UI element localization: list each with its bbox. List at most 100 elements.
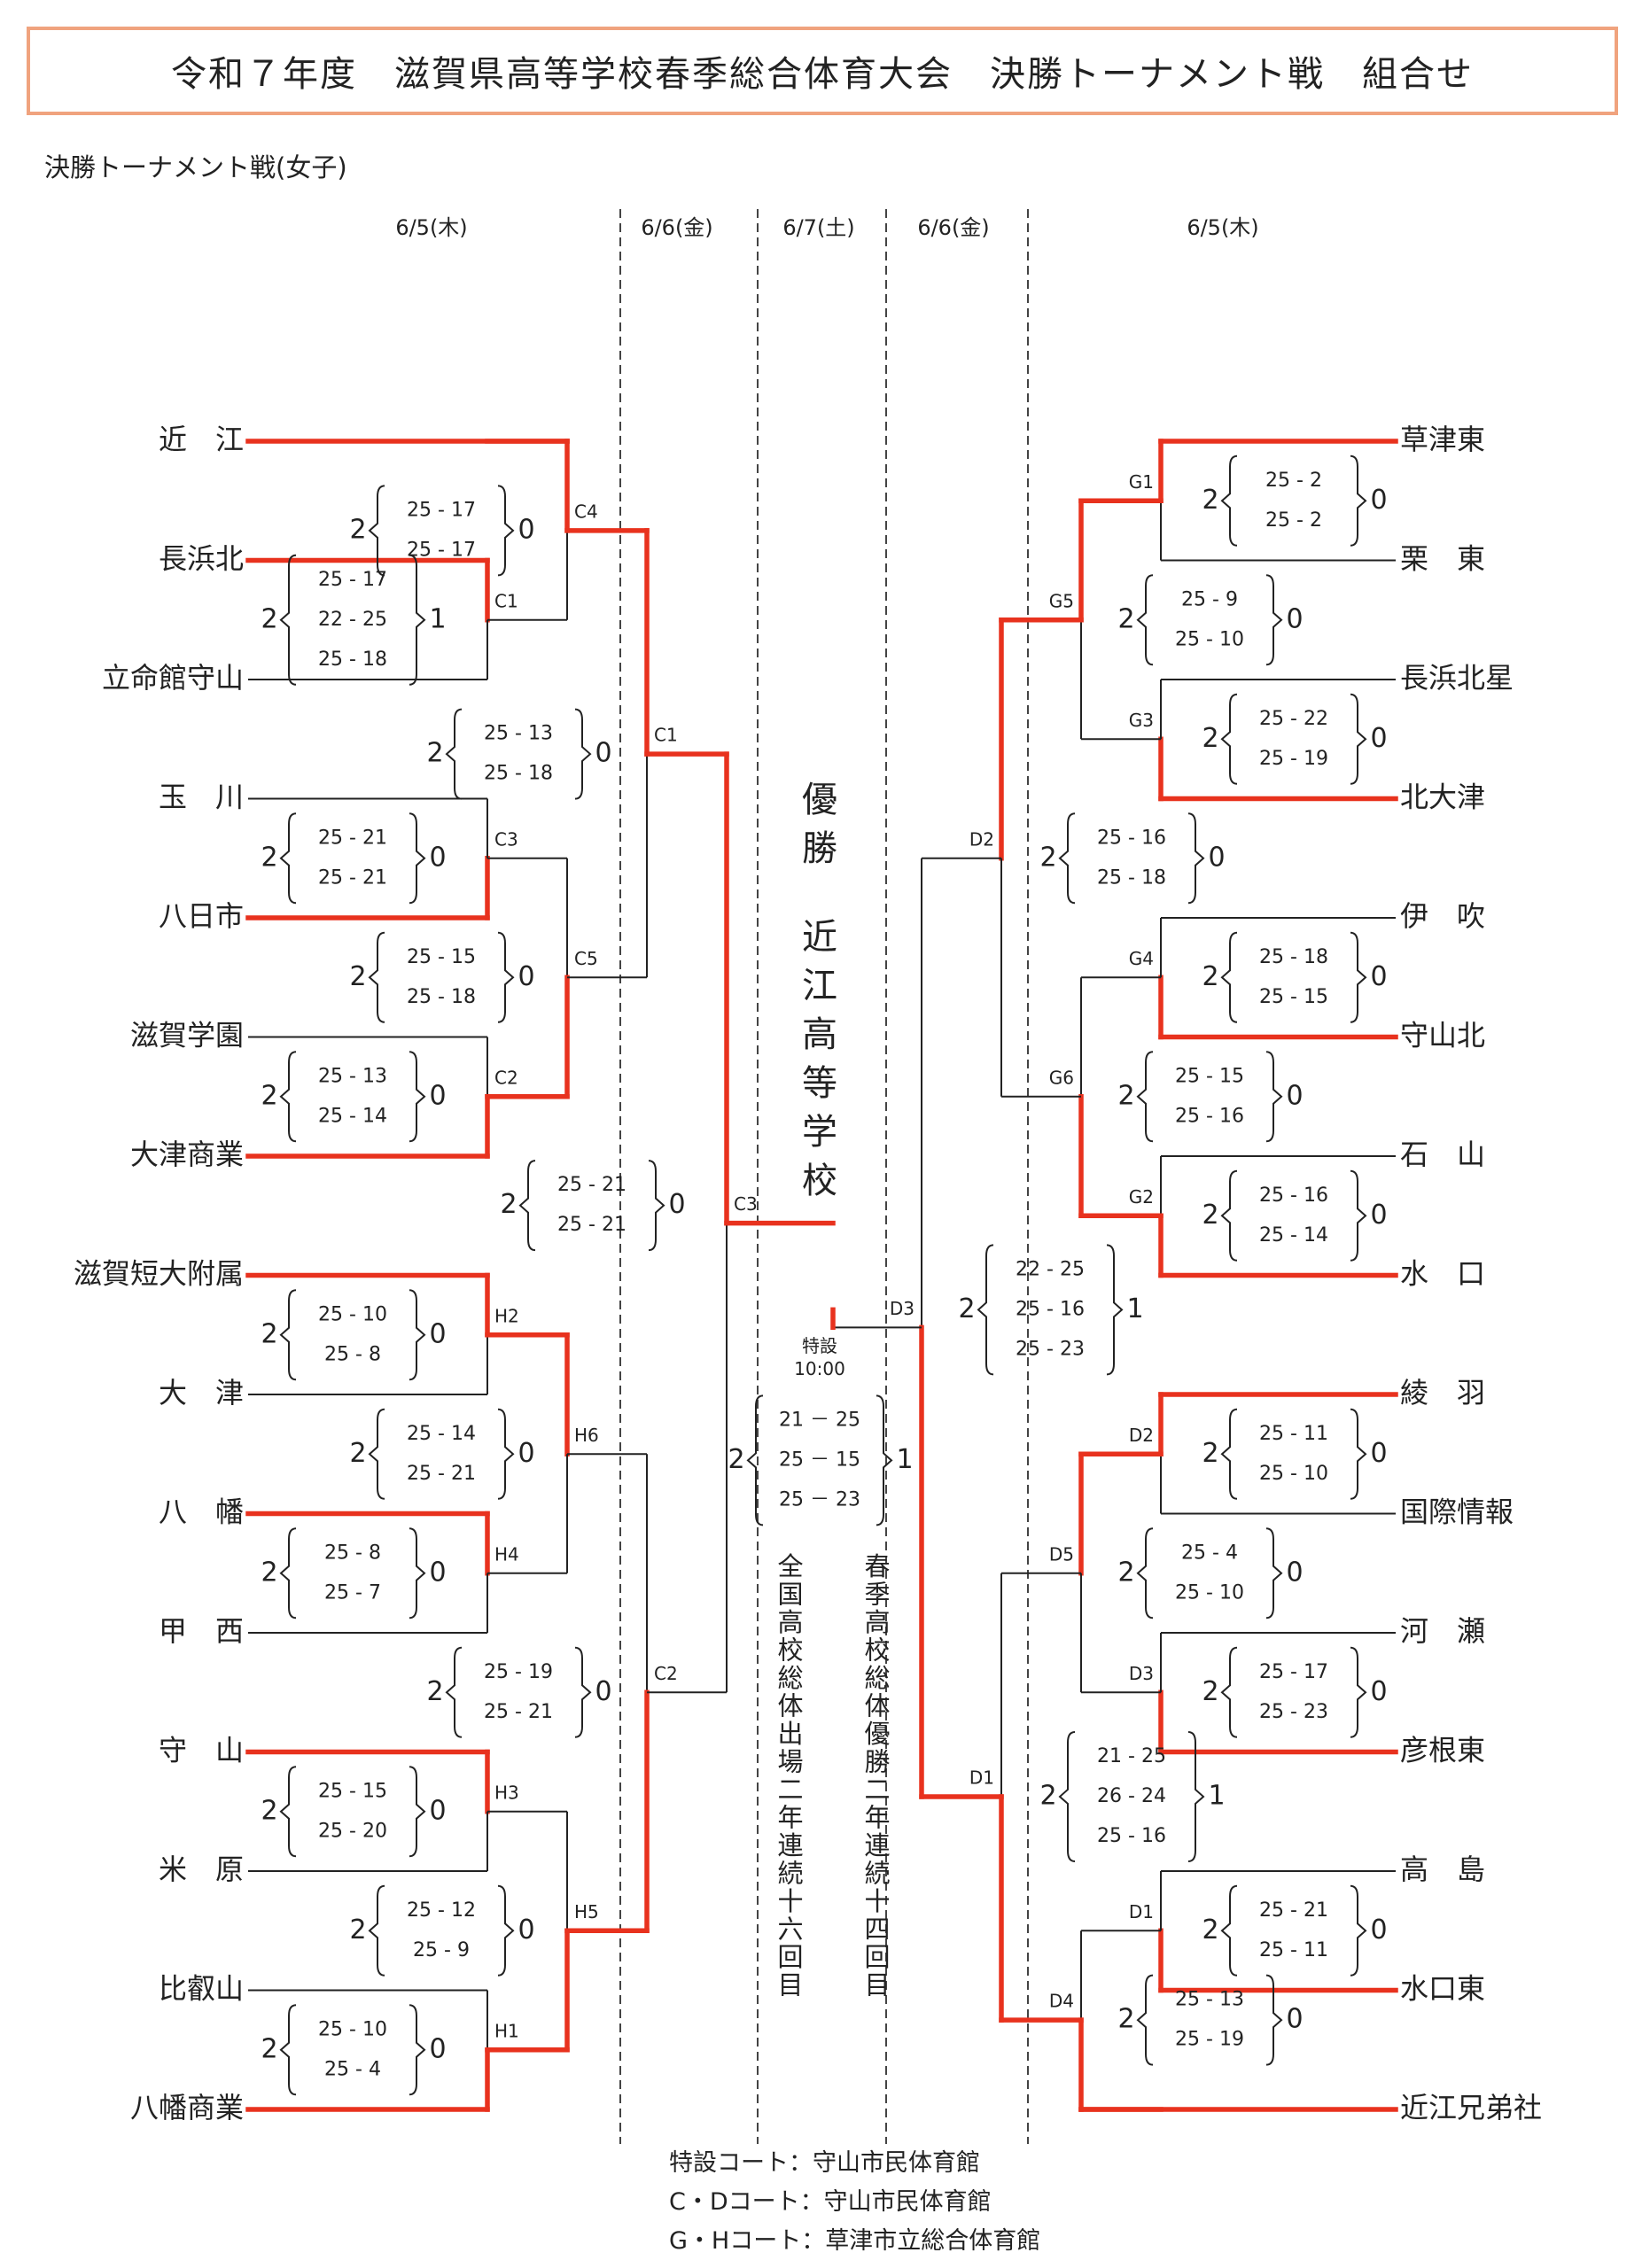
record-text: 年 xyxy=(777,1803,803,1833)
score-brace xyxy=(497,1408,515,1500)
set-score: 25 － 15 xyxy=(779,1449,860,1471)
record-text: 体 xyxy=(864,1691,890,1721)
sets-lost: 0 xyxy=(595,738,611,769)
set-score: 25 - 17 xyxy=(318,569,387,591)
score-brace xyxy=(279,1527,297,1619)
score-brace xyxy=(279,2004,297,2096)
score-brace xyxy=(279,812,297,905)
set-score: 25 - 14 xyxy=(318,1105,387,1127)
team-name-left: 立命館守山 xyxy=(102,661,244,695)
sets-won: 2 xyxy=(1202,1438,1218,1469)
score-brace xyxy=(279,1051,297,1143)
set-score: 25 － 23 xyxy=(779,1488,860,1511)
sets-won: 2 xyxy=(261,1080,277,1111)
record-text: 目 xyxy=(777,1970,803,2000)
record-text: 連 xyxy=(777,1830,803,1860)
match-label: H5 xyxy=(574,1901,599,1922)
sets-lost: 0 xyxy=(429,1080,446,1111)
record-text: 二 xyxy=(777,1775,803,1805)
score-brace xyxy=(1220,1884,1238,1977)
record-text: 続 xyxy=(864,1859,890,1889)
sets-won: 2 xyxy=(349,1915,366,1946)
sets-lost: 0 xyxy=(1286,1557,1303,1588)
set-score: 25 - 15 xyxy=(318,1780,387,1802)
sets-won: 2 xyxy=(349,1438,366,1469)
match-label: H3 xyxy=(494,1782,519,1803)
date-label: 6/6(金) xyxy=(641,215,712,240)
set-score: 25 - 15 xyxy=(1259,986,1328,1008)
sets-lost: 0 xyxy=(1370,1676,1387,1707)
sets-won: 2 xyxy=(1039,1780,1056,1811)
record-text: 体 xyxy=(777,1691,803,1721)
set-score: 25 - 16 xyxy=(1016,1298,1085,1320)
set-score: 25 - 8 xyxy=(324,1542,381,1564)
set-score: 25 - 21 xyxy=(484,1701,553,1723)
team-name-right: 近江兄弟社 xyxy=(1400,2091,1542,2124)
score-brace xyxy=(1058,1730,1076,1862)
score-brace xyxy=(1350,1408,1367,1500)
sets-lost: 0 xyxy=(518,514,534,545)
set-score: 25 - 10 xyxy=(1175,628,1244,650)
team-name-left: 滋賀学園 xyxy=(130,1019,244,1052)
record-text: 国 xyxy=(777,1580,803,1610)
record-text: 出 xyxy=(777,1719,803,1749)
score-brace xyxy=(648,1160,665,1252)
set-score: 25 - 18 xyxy=(484,763,553,785)
score-brace xyxy=(409,2004,426,2096)
score-brace xyxy=(876,1394,893,1526)
record-text: 連 xyxy=(864,1830,890,1860)
record-text: 二 xyxy=(864,1775,890,1805)
team-name-left: 八 幡 xyxy=(159,1495,244,1529)
sets-lost: 1 xyxy=(1126,1293,1143,1324)
score-brace xyxy=(497,485,515,577)
sets-won: 2 xyxy=(349,961,366,992)
score-brace xyxy=(1136,1527,1154,1619)
sets-lost: 0 xyxy=(518,1438,534,1469)
champion-school: 近 xyxy=(802,917,837,958)
score-brace xyxy=(368,931,385,1023)
team-name-left: 近 江 xyxy=(159,423,244,456)
sets-lost: 0 xyxy=(518,1915,534,1946)
score-brace xyxy=(1106,1244,1124,1376)
champion-school: 校 xyxy=(802,1161,837,1201)
team-name-left: 守 山 xyxy=(159,1734,244,1767)
date-label: 6/5(木) xyxy=(1187,215,1258,240)
header-box: 令和７年度 滋賀県高等学校春季総合体育大会 決勝トーナメント戦 組合せ xyxy=(27,27,1618,115)
set-score: 25 - 11 xyxy=(1259,1423,1328,1445)
match-label: C3 xyxy=(734,1193,758,1215)
sets-won: 2 xyxy=(261,603,277,634)
score-brace xyxy=(368,1408,385,1500)
match-label: G5 xyxy=(1049,590,1074,611)
record-text: 全 xyxy=(777,1551,803,1581)
set-score: 25 - 16 xyxy=(1097,1825,1166,1847)
set-score: 25 - 13 xyxy=(318,1065,387,1087)
set-score: 25 - 11 xyxy=(1259,1939,1328,1961)
match-label: C1 xyxy=(654,725,678,746)
set-score: 25 - 10 xyxy=(1259,1463,1328,1485)
sets-lost: 0 xyxy=(1370,1200,1387,1231)
score-brace xyxy=(1265,1527,1283,1619)
score-brace xyxy=(1136,1051,1154,1143)
sets-lost: 0 xyxy=(429,1557,446,1588)
score-brace xyxy=(1350,1884,1367,1977)
score-brace xyxy=(409,554,426,686)
set-score: 25 - 22 xyxy=(1259,708,1328,730)
sets-won: 2 xyxy=(1202,1915,1218,1946)
score-brace xyxy=(574,708,592,800)
record-text: 季 xyxy=(864,1580,890,1610)
team-name-right: 草津東 xyxy=(1400,423,1485,456)
match-label: G3 xyxy=(1129,710,1154,731)
team-name-left: 八幡商業 xyxy=(130,2091,244,2124)
set-score: 22 - 25 xyxy=(318,609,387,631)
set-score: 25 - 19 xyxy=(1259,748,1328,770)
score-brace xyxy=(409,1289,426,1381)
score-brace xyxy=(1350,693,1367,785)
record-text: 回 xyxy=(777,1942,803,1972)
record-text: 総 xyxy=(864,1663,890,1693)
set-score: 25 - 17 xyxy=(407,539,476,561)
match-label: H4 xyxy=(494,1543,519,1565)
match-label: H2 xyxy=(494,1305,519,1326)
set-score: 25 - 12 xyxy=(407,1899,476,1922)
score-brace xyxy=(1058,812,1076,905)
match-label: D1 xyxy=(1129,1901,1154,1922)
